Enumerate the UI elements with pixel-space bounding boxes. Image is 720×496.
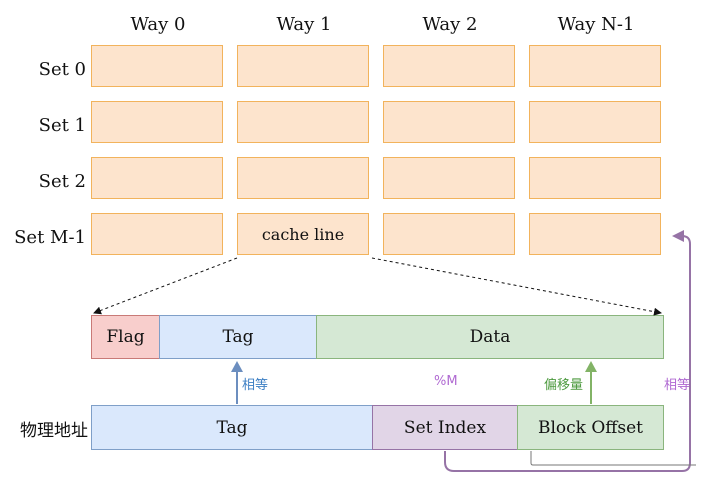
way-n-1-header: Way N-1 [557,14,635,35]
cache-cell [91,157,223,199]
address-tag-label: Tag [216,417,248,438]
way-1-header: Way 1 [276,14,332,35]
offset-return-line [530,451,696,466]
offset-arrow-head [585,361,597,372]
line-tag-field: Tag [159,315,317,359]
cache-cell [91,101,223,143]
cache-cell [529,101,661,143]
expand-line-right [371,257,662,316]
block-offset-field: Block Offset [517,405,664,450]
mod-m-annotation: %M [434,374,458,389]
line-tag-label: Tag [222,327,254,347]
cache-cell [91,213,223,255]
set-m-1-label: Set M-1 [14,227,86,248]
cache-cell [383,157,515,199]
data-label: Data [469,327,511,347]
cache-cell [237,157,369,199]
way-0-header: Way 0 [130,14,186,35]
cache-cell [383,101,515,143]
tag-arrow-head [231,361,243,372]
set-0-label: Set 0 [38,59,86,80]
cache-cell [383,45,515,87]
set-index-route [444,235,691,472]
flag-field: Flag [91,315,160,359]
physical-address-label: 物理地址 [20,421,88,441]
set-2-label: Set 2 [38,171,86,192]
set-index-field: Set Index [372,405,518,450]
cache-cell [91,45,223,87]
set-1-label: Set 1 [38,115,86,136]
cache-cell [383,213,515,255]
cache-line-cell: cache line [237,213,369,255]
equal-right-annotation: 相等 [664,378,691,393]
set-index-label: Set Index [403,417,487,438]
cache-cell [529,157,661,199]
cache-cell [237,101,369,143]
set-index-arrow-head [672,230,684,242]
offset-annotation: 偏移量 [544,378,584,393]
way-2-header: Way 2 [422,14,478,35]
expand-line-left [93,257,238,315]
flag-label: Flag [106,327,145,347]
cache-cell [529,45,661,87]
address-tag-field: Tag [91,405,373,450]
tag-equal-annotation: 相等 [242,378,269,393]
cache-line-label: cache line [261,224,345,244]
data-field: Data [316,315,664,359]
cache-cell [529,213,661,255]
block-offset-label: Block Offset [537,417,644,438]
cache-cell [237,45,369,87]
